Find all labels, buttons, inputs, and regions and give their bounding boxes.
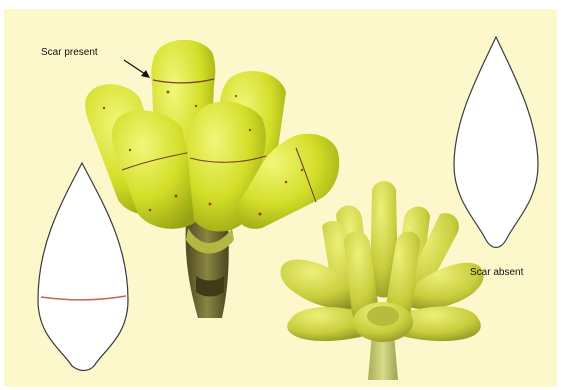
- scar-absent-label: Scar absent: [470, 267, 523, 278]
- scar-present-label: Scar present: [41, 47, 98, 58]
- bud-outline-with-scar: [38, 163, 128, 371]
- bud-outline-no-scar: [454, 37, 538, 248]
- scar-arrow: [124, 60, 150, 78]
- bud-cluster-without-scars: [281, 181, 484, 380]
